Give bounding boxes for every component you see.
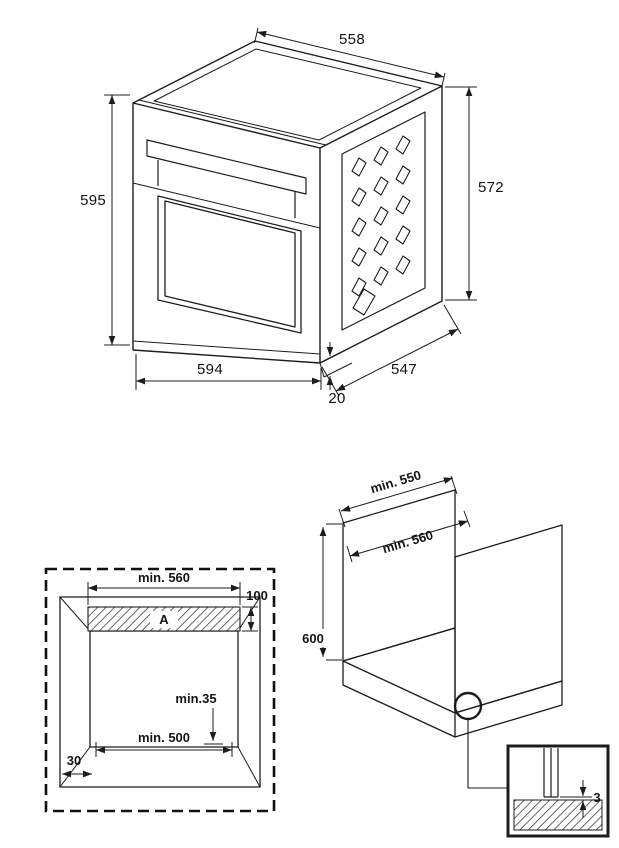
vent-area-label: A: [159, 612, 169, 627]
extension-lines: [326, 523, 342, 661]
dimension-depth: 547: [321, 304, 462, 397]
dim-label-top-depth: min. 550: [369, 467, 423, 496]
detail-leader-line: [467, 719, 508, 789]
dim-label-depth: 547: [391, 361, 417, 378]
cabinet-perspective-view: [342, 489, 563, 789]
oven-handle: [146, 139, 307, 218]
extension-lines: [321, 304, 462, 397]
oven-door-lines: [132, 182, 321, 355]
dim-label-bottom-width: 594: [197, 361, 223, 378]
dim-label-rear-height: 572: [478, 179, 504, 196]
detail-floor-hatched: [513, 799, 603, 831]
oven-isometric-view: [132, 40, 443, 378]
dimension-line: [335, 328, 459, 392]
dim-label-rear-clearance: min.35: [175, 691, 216, 706]
extension-lines: [445, 86, 477, 301]
oven-body-outline: [132, 40, 443, 364]
extension-lines: [135, 354, 322, 390]
detail-panel-section: [543, 748, 559, 798]
dimension-line: [340, 477, 454, 512]
oven-top-inset: [138, 48, 422, 146]
detail-inset: 3: [506, 744, 610, 838]
control-panel-outline: [341, 111, 426, 331]
dim-label-base-width: min. 500: [138, 730, 190, 745]
extension-lines: [242, 606, 258, 632]
niche-dimensions: min. 560 100 min.35 min. 500 30: [61, 570, 268, 778]
dim-label-plinth-recess: 20: [328, 390, 345, 407]
dim-label-top-width: 558: [339, 31, 365, 48]
dimension-bottom-width: 594: [135, 354, 322, 390]
dim-label-bg: [297, 629, 329, 647]
cabinet-back-panel: [342, 489, 456, 662]
dimension-top-width: 558: [254, 27, 446, 89]
extension-lines: [254, 27, 446, 89]
niche-cutout-diagram: A min. 560 100 min.35 min. 500 30: [44, 567, 276, 813]
oven-dimensions: 558 595 572 594 547 20: [80, 27, 504, 407]
dim-label-side-clearance: 30: [67, 753, 81, 768]
dim-label-niche-height: 600: [302, 631, 324, 646]
cabinet-floor: [342, 627, 456, 713]
cabinet-plinth: [342, 660, 563, 738]
dim-label-vent-depth: 100: [246, 588, 268, 603]
oven-door-window: [157, 195, 302, 334]
dimension-rear-height: 572: [445, 86, 504, 301]
oven-foot: [319, 348, 353, 378]
dim-label-min-width: min. 560: [138, 570, 190, 585]
cabinet-side-panel: [454, 524, 563, 714]
dimension-plinth-recess: 20: [326, 342, 345, 407]
dim-label-detail-gap: 3: [593, 790, 600, 805]
control-panel-buttons: [351, 135, 411, 316]
dimension-line: [349, 520, 469, 557]
dimension-front-height: 595: [80, 94, 130, 346]
dimension-line: [256, 30, 445, 79]
dim-label-front-height: 595: [80, 192, 106, 209]
dim-label-niche-depth: min. 560: [381, 527, 435, 556]
dashed-border: [44, 567, 276, 813]
vent-area-label-bg: [150, 611, 178, 628]
extension-lines: [104, 94, 130, 346]
detail-box-border: [506, 744, 610, 838]
extension-lines: [346, 510, 471, 563]
extension-lines: [87, 582, 241, 605]
